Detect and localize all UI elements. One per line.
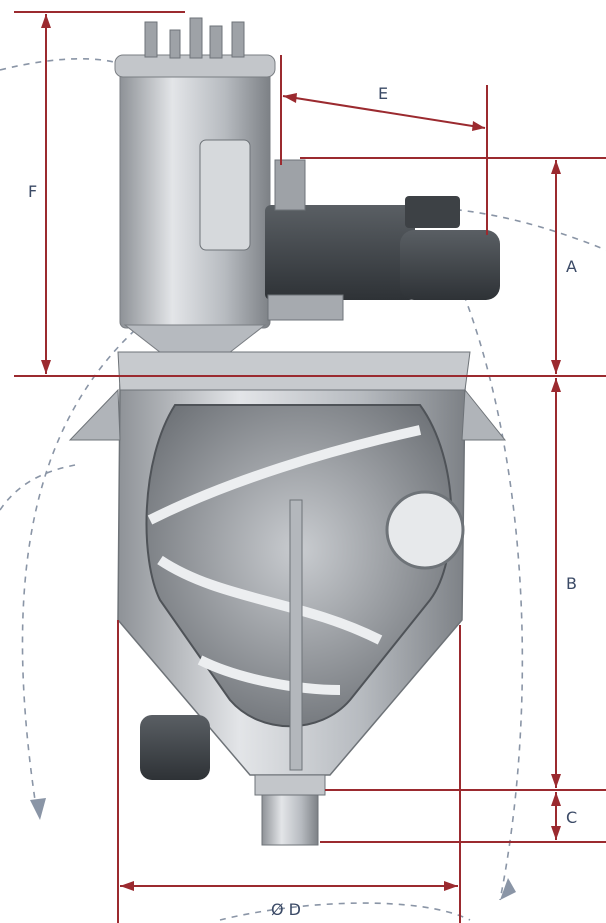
dashed-rotation-arrow-icon xyxy=(21,329,136,801)
arrowhead-icon xyxy=(551,160,561,174)
label-c: C xyxy=(566,808,577,827)
arrowhead-icon xyxy=(551,826,561,840)
top-nozzles xyxy=(144,17,245,59)
motor-terminal-box xyxy=(405,196,460,228)
arrowhead-icon xyxy=(500,878,516,900)
rotation-arrows xyxy=(0,57,606,921)
arrowhead-icon xyxy=(283,93,297,103)
label-a: A xyxy=(566,257,577,276)
arrowhead-icon xyxy=(30,798,46,820)
arrowhead-icon xyxy=(551,774,561,788)
left-bracket xyxy=(68,388,121,441)
drive-flange xyxy=(267,294,344,321)
main-vessel-rim xyxy=(117,351,471,391)
drive-motor xyxy=(400,230,500,300)
right-bracket xyxy=(461,388,507,441)
arrowhead-icon xyxy=(41,14,51,28)
dimension-labels: F E A B C Ø D xyxy=(28,84,577,919)
arrowhead-icon xyxy=(472,121,485,131)
arrowhead-icon xyxy=(444,881,458,891)
agitator-shaft xyxy=(289,499,303,771)
label-e: E xyxy=(378,84,388,103)
drive-shaft-column xyxy=(274,159,306,211)
label-d: Ø D xyxy=(271,900,301,919)
side-motor xyxy=(140,715,210,780)
dimension-lines xyxy=(14,11,606,923)
manhole-cover xyxy=(385,490,465,570)
dashed-rotation-arrow-icon xyxy=(439,239,524,901)
dashed-rotation-arrow-icon xyxy=(359,206,606,251)
dashed-rotation-arrow-icon xyxy=(219,902,471,921)
arrowhead-icon xyxy=(551,378,561,392)
arrowhead-icon xyxy=(551,792,561,806)
arrowhead-icon xyxy=(551,360,561,374)
dimension-e-line xyxy=(282,95,486,129)
discharge-valve xyxy=(254,774,326,796)
discharge-outlet xyxy=(261,794,319,846)
conical-vacuum-dryer-illustration xyxy=(68,17,507,846)
agitator-screw xyxy=(147,425,422,695)
label-b: B xyxy=(566,574,577,593)
arrowhead-icon xyxy=(120,881,134,891)
gearbox-housing xyxy=(265,205,415,300)
sight-glass-column xyxy=(199,139,251,251)
label-f: F xyxy=(28,182,37,201)
arrowhead-icon xyxy=(41,360,51,374)
dashed-rotation-arrow-icon xyxy=(0,464,76,511)
